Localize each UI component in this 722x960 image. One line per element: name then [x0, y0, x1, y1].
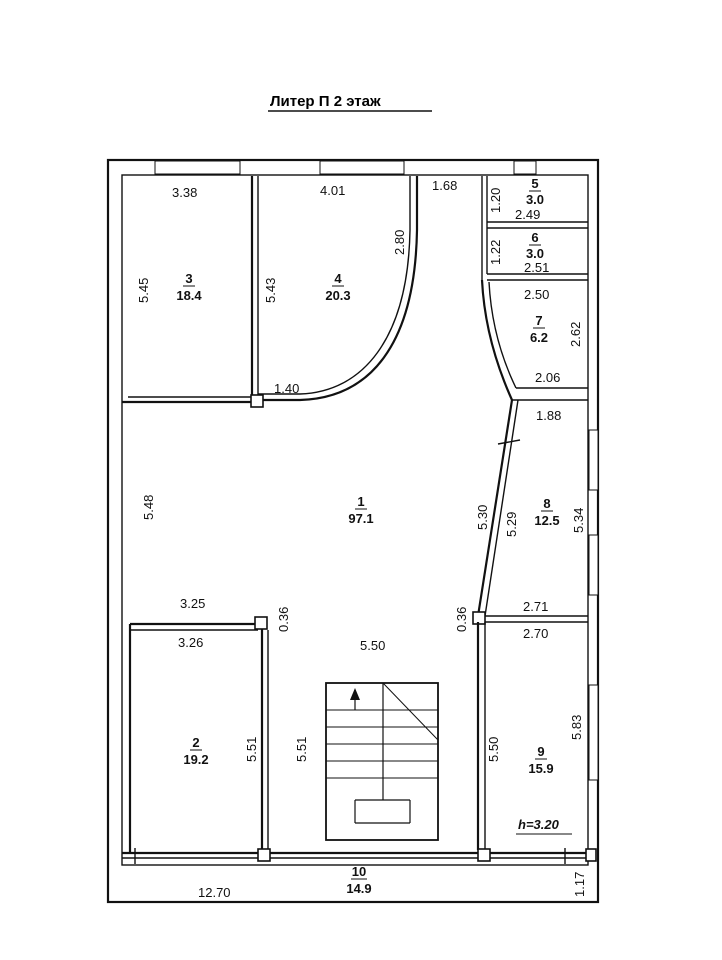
svg-text:4: 4 — [334, 271, 342, 286]
dim-label: 5.48 — [141, 495, 156, 520]
dim-label: 2.50 — [524, 287, 549, 302]
svg-text:1: 1 — [357, 494, 364, 509]
dim-label: 12.70 — [198, 885, 231, 900]
svg-text:6.2: 6.2 — [530, 330, 548, 345]
dim-label: 1.17 — [572, 872, 587, 897]
dim-label: 1.40 — [274, 381, 299, 396]
svg-text:12.5: 12.5 — [534, 513, 559, 528]
svg-text:15.9: 15.9 — [528, 761, 553, 776]
dim-label: 5.29 — [504, 512, 519, 537]
room-8-label: 8 12.5 — [534, 496, 559, 528]
plan-title: Литер П 2 этаж — [270, 93, 381, 110]
room-7-label: 7 6.2 — [530, 313, 548, 345]
outer-walls — [106, 158, 600, 904]
dim-label: 5.50 — [360, 638, 385, 653]
room-3-label: 3 18.4 — [176, 271, 202, 303]
dim-label: 5.34 — [571, 508, 586, 533]
dim-label: 3.38 — [172, 185, 197, 200]
dim-label: 3.25 — [180, 596, 205, 611]
svg-text:20.3: 20.3 — [325, 288, 350, 303]
dim-label: 2.51 — [524, 260, 549, 275]
room-5-label: 5 3.0 — [526, 176, 544, 207]
dim-label: 1.88 — [536, 408, 561, 423]
room-10-label: 10 14.9 — [346, 864, 371, 896]
staircase — [325, 682, 439, 841]
dim-label: 2.71 — [523, 599, 548, 614]
dim-label: 2.70 — [523, 626, 548, 641]
room-9-label: 9 15.9 — [528, 744, 553, 776]
windows — [154, 160, 599, 781]
svg-text:3.0: 3.0 — [526, 246, 544, 261]
dim-label: 1.22 — [488, 240, 503, 265]
dimension-labels: 3.38 4.01 1.68 1.20 2.49 1.22 2.51 2.80 … — [136, 178, 587, 900]
room-1-label: 1 97.1 — [348, 494, 373, 526]
dim-label: 5.51 — [244, 737, 259, 762]
room-2-label: 2 19.2 — [183, 735, 208, 767]
dim-label: 2.62 — [568, 322, 583, 347]
ceiling-height-note: h=3.20 — [518, 817, 560, 832]
dim-label: 2.80 — [392, 230, 407, 255]
svg-text:18.4: 18.4 — [176, 288, 202, 303]
svg-text:7: 7 — [535, 313, 542, 328]
svg-text:6: 6 — [531, 230, 538, 245]
dim-label: 4.01 — [320, 183, 345, 198]
dim-label: 5.45 — [136, 278, 151, 303]
dim-label: 3.26 — [178, 635, 203, 650]
dim-label: 5.83 — [569, 715, 584, 740]
room-labels: 1 97.1 2 19.2 3 18.4 4 20.3 5 3.0 6 3.0 — [176, 176, 559, 896]
svg-text:14.9: 14.9 — [346, 881, 371, 896]
dim-label: 1.68 — [432, 178, 457, 193]
dim-label: 5.51 — [294, 737, 309, 762]
svg-text:10: 10 — [352, 864, 366, 879]
room-4-label: 4 20.3 — [325, 271, 350, 303]
svg-text:5: 5 — [531, 176, 538, 191]
dim-label: 5.30 — [475, 505, 490, 530]
svg-text:19.2: 19.2 — [183, 752, 208, 767]
svg-text:3.0: 3.0 — [526, 192, 544, 207]
room-6-label: 6 3.0 — [526, 230, 544, 261]
interior-walls — [122, 176, 597, 864]
svg-text:9: 9 — [537, 744, 544, 759]
svg-text:2: 2 — [192, 735, 199, 750]
svg-text:3: 3 — [185, 271, 192, 286]
dim-label: 5.50 — [486, 737, 501, 762]
dim-label: 2.49 — [515, 207, 540, 222]
dim-label: 0.36 — [454, 607, 469, 632]
dim-label: 1.20 — [488, 188, 503, 213]
svg-text:97.1: 97.1 — [348, 511, 373, 526]
dim-label: 0.36 — [276, 607, 291, 632]
svg-text:8: 8 — [543, 496, 550, 511]
dim-label: 2.06 — [535, 370, 560, 385]
dim-label: 5.43 — [263, 278, 278, 303]
